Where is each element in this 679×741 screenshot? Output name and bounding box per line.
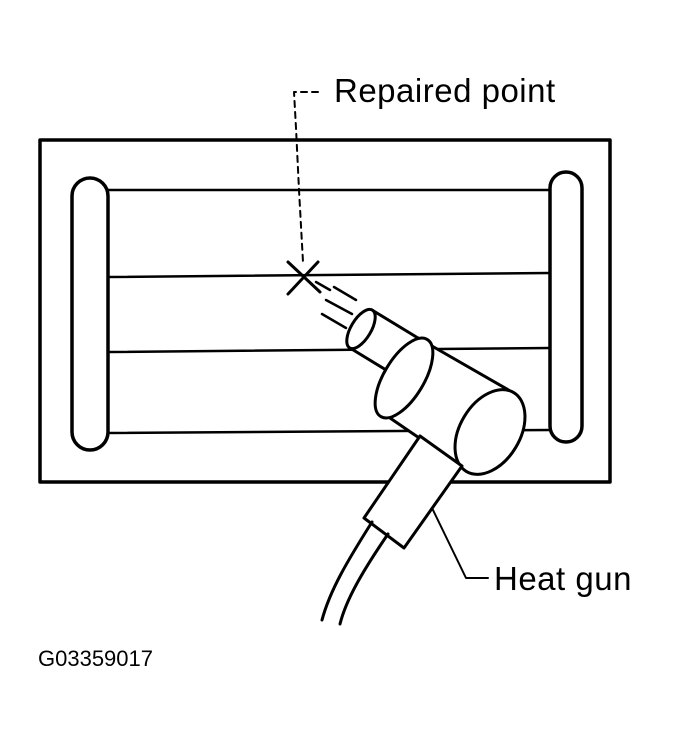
heat-gun bbox=[345, 307, 527, 550]
left-bus-bar bbox=[70, 176, 110, 452]
heat-gun-label: Heat gun bbox=[494, 560, 632, 597]
repaired-point-leader bbox=[293, 91, 319, 263]
right-bus-bar bbox=[548, 170, 584, 444]
hot-air-dashes bbox=[314, 280, 358, 330]
rear-window-glass bbox=[38, 138, 612, 484]
figure-code: G03359017 bbox=[38, 646, 153, 671]
power-cord-inner bbox=[338, 532, 390, 626]
repaired-point-label: Repaired point bbox=[334, 72, 556, 109]
power-cord bbox=[320, 520, 374, 622]
repaired-point-marker bbox=[286, 260, 322, 296]
grid-line-3 bbox=[106, 346, 552, 354]
heat-gun-leader bbox=[431, 507, 489, 579]
grid-line-2 bbox=[106, 271, 552, 279]
